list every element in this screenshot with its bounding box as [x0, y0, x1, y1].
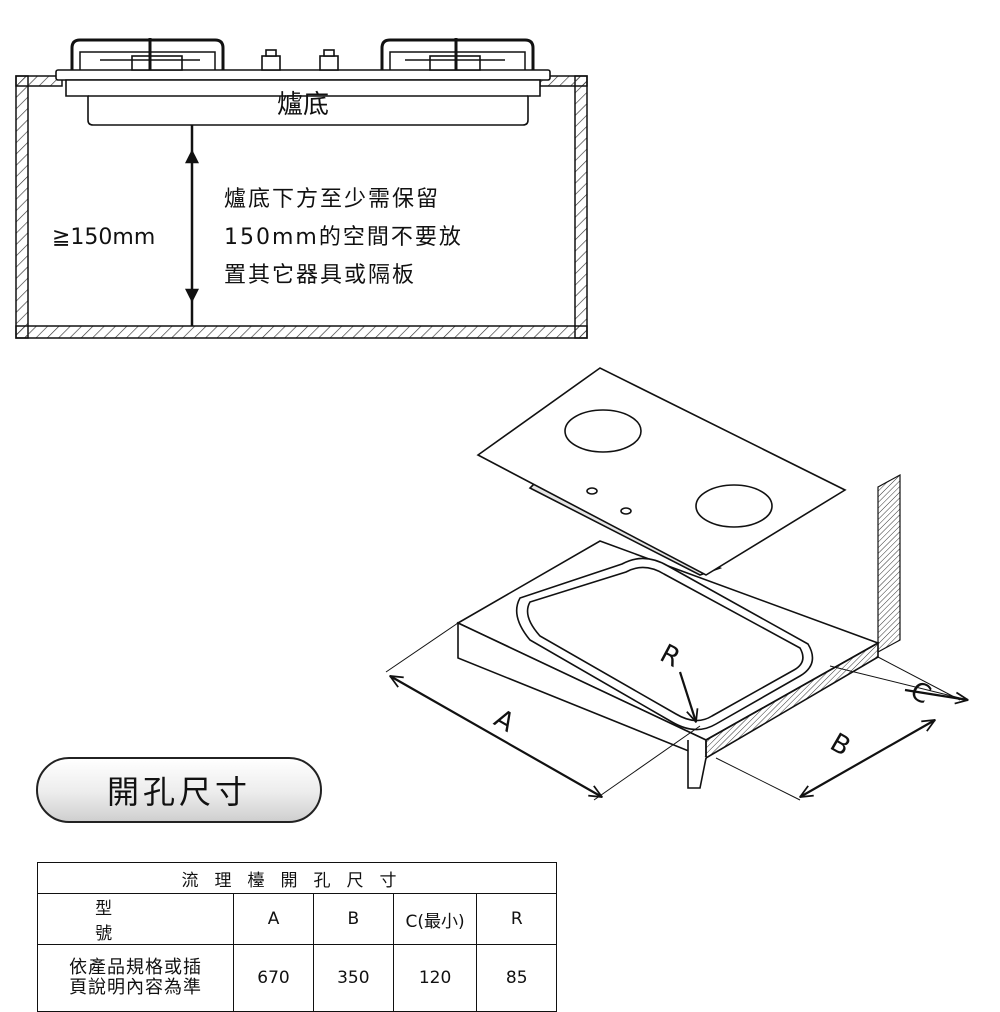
label-b: B: [825, 728, 855, 763]
row-label-line-2: 頁說明內容為準: [69, 977, 203, 998]
clearance-label: ≧150mm: [52, 225, 155, 250]
value-b: 350: [312, 944, 394, 1012]
header-b: B: [312, 893, 394, 945]
note-line-1: 爐底下方至少需保留: [224, 187, 440, 212]
value-r: 85: [476, 944, 557, 1012]
cutout-spec-table: 流理檯開孔尺寸 型 號 A B C(最小) R 依產品規格或插 頁說明內容為準 …: [36, 862, 557, 1012]
burner-hole-right: [695, 484, 773, 528]
countertop-left: [15, 75, 63, 87]
header-c: C(最小): [392, 893, 478, 945]
radius-leader: [678, 671, 696, 722]
knob-hole-1: [586, 487, 598, 495]
countertop-cutout: [515, 557, 814, 731]
cabinet-left-wall: [15, 75, 29, 339]
knob-hole-2: [620, 507, 632, 515]
value-a: 670: [233, 944, 314, 1012]
back-wall: [877, 473, 901, 654]
label-a: A: [489, 704, 520, 739]
header-r: R: [476, 893, 557, 945]
row-label: 依產品規格或插 頁說明內容為準: [36, 944, 235, 1012]
section-title-pill: 開孔尺寸: [36, 757, 322, 823]
row-label-line-1: 依產品規格或插: [69, 957, 203, 978]
note-line-3: 置其它器具或隔板: [224, 263, 416, 288]
clearance-note: 爐底下方至少需保留 150mm的空間不要放 置其它器具或隔板: [224, 187, 463, 288]
value-c: 120: [392, 944, 478, 1012]
dimension-c: [829, 665, 969, 701]
base-label: 爐底: [277, 90, 329, 120]
note-line-2: 150mm的空間不要放: [224, 225, 463, 250]
stove-section: [55, 38, 551, 126]
dimension-a: [390, 676, 602, 797]
header-model: 型 號: [36, 893, 235, 945]
cabinet-right-wall: [574, 75, 588, 339]
dimension-lines: [385, 622, 969, 801]
section-title: 開孔尺寸: [106, 773, 251, 811]
table-title: 流理檯開孔尺寸: [37, 862, 557, 894]
cabinet-floor: [15, 325, 588, 339]
hob-glass: [476, 367, 847, 576]
burner-hole-left: [564, 409, 642, 453]
dimension-b: [800, 720, 935, 797]
